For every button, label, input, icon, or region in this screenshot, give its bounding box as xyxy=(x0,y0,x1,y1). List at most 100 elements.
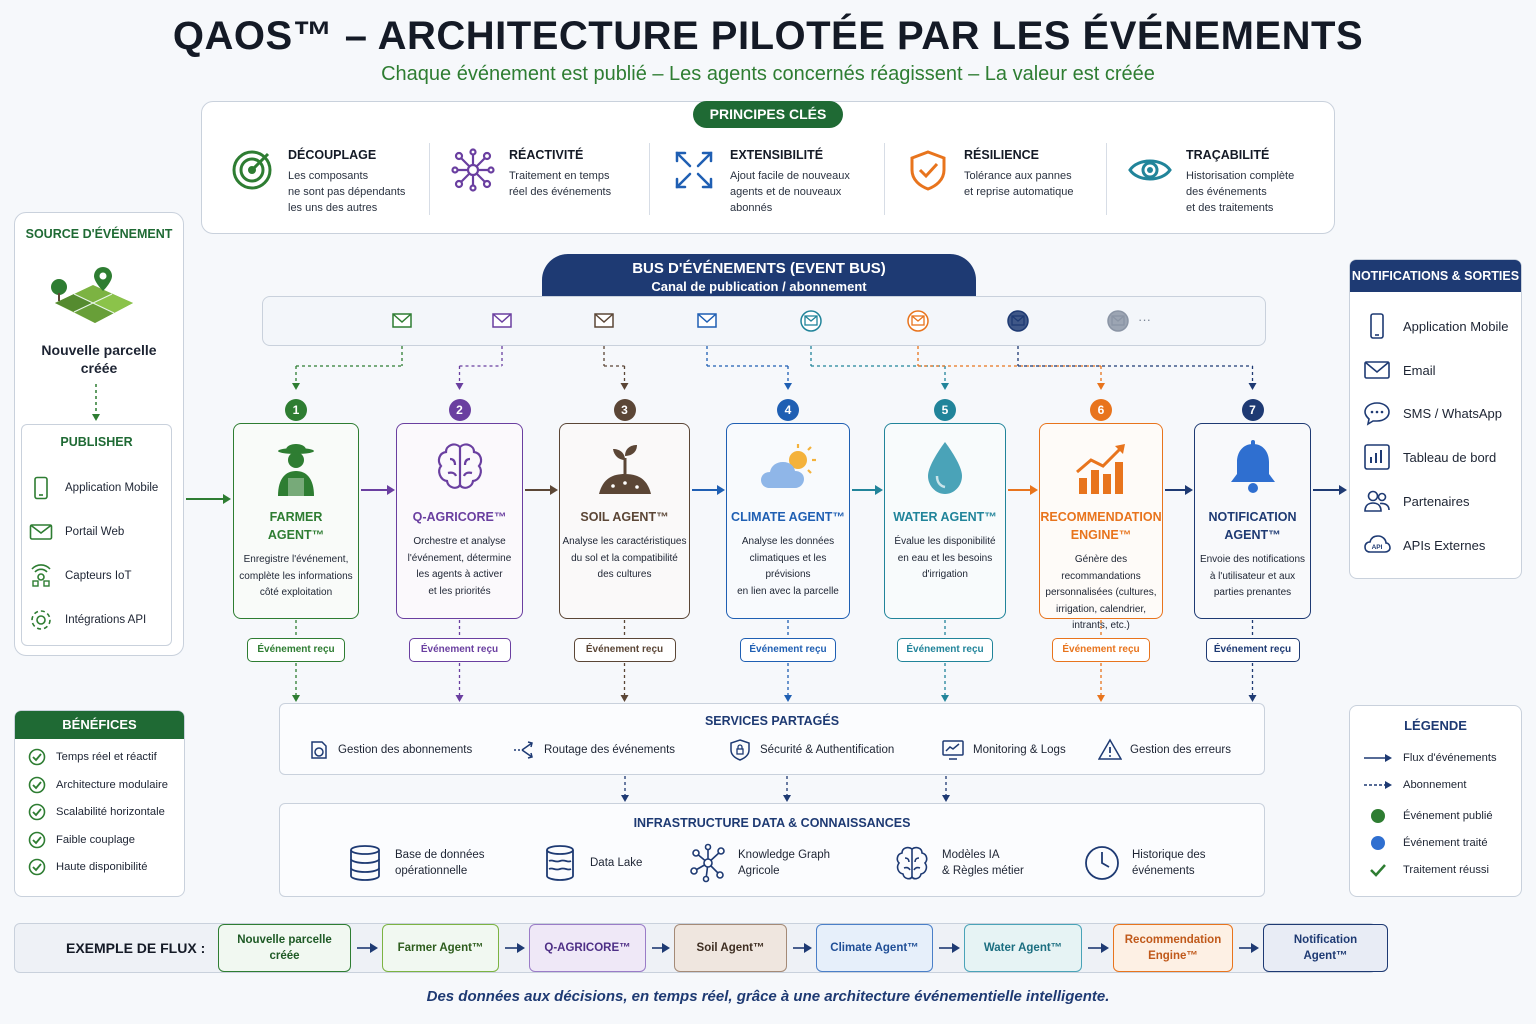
graph-icon xyxy=(690,843,725,883)
flow-step-label: Soil Agent™ xyxy=(696,942,765,954)
event-received-badge: Événement reçu xyxy=(573,638,676,662)
infra-label: opérationnelle xyxy=(395,865,468,877)
service-errors[interactable]: Gestion des erreurs xyxy=(1098,738,1231,762)
event-bus-title: BUS D'ÉVÉNEMENTS (EVENT BUS) xyxy=(632,260,886,277)
publisher-item-mobile[interactable]: Application Mobile xyxy=(29,476,158,500)
service-routing[interactable]: Routage des événements xyxy=(512,738,675,762)
agent-step-number: 6 xyxy=(1090,399,1112,421)
flow-step[interactable]: Q-AGRICORE™ xyxy=(529,924,646,972)
principle-desc: Historisation complète xyxy=(1186,170,1295,182)
flow-step[interactable]: Water Agent™ xyxy=(964,924,1082,972)
principle-decouplage: DÉCOUPLAGE Les composants ne sont pas dé… xyxy=(230,148,405,218)
agent-name: WATER AGENT™ xyxy=(893,510,997,524)
smartphone-icon xyxy=(34,476,48,500)
service-monitoring[interactable]: Monitoring & Logs xyxy=(941,738,1066,762)
infra-database[interactable]: Base de données opérationnelle xyxy=(345,843,485,883)
arrow-head xyxy=(1185,485,1193,495)
event-received-badge: Événement reçu xyxy=(247,638,345,662)
divider xyxy=(649,143,650,215)
principle-desc: abonnés xyxy=(730,202,773,214)
infra-label: & Règles métier xyxy=(942,865,1024,877)
bell-icon xyxy=(1230,440,1275,493)
benefit-label: Scalabilité horizontale xyxy=(56,806,165,818)
tagline: Des données aux décisions, en temps réel… xyxy=(426,988,1110,1005)
publisher-item-web[interactable]: Portail Web xyxy=(29,520,124,544)
eye-icon xyxy=(1128,159,1172,181)
principle-desc: Traitement en temps xyxy=(509,170,610,182)
notif-item-email[interactable]: Email xyxy=(1363,356,1436,384)
infrastructure-panel: INFRASTRUCTURE DATA & CONNAISSANCES xyxy=(279,803,1265,897)
flow-step[interactable]: Climate Agent™ xyxy=(816,924,933,972)
service-subscriptions[interactable]: Gestion des abonnements xyxy=(306,738,472,762)
event-received-badge: Événement reçu xyxy=(740,638,836,662)
agent-name: ENGINE™ xyxy=(1070,528,1132,542)
flow-step[interactable]: Soil Agent™ xyxy=(674,924,787,972)
benefit-item: Scalabilité horizontale xyxy=(28,803,165,821)
divider xyxy=(1106,143,1107,215)
infra-datalake[interactable]: Data Lake xyxy=(540,843,642,883)
notif-item-dashboard[interactable]: Tableau de bord xyxy=(1363,443,1496,471)
legend-panel: LÉGENDE xyxy=(1349,705,1522,897)
principle-desc: et des traitements xyxy=(1186,202,1274,214)
datalake-icon xyxy=(546,845,574,881)
agent-name: AGENT™ xyxy=(1224,528,1281,542)
agent-name: NOTIFICATION xyxy=(1208,510,1297,524)
principle-resilience: RÉSILIENCE Tolérance aux pannes et repri… xyxy=(906,148,1073,218)
agent-name: AGENT™ xyxy=(267,528,325,542)
notif-item-mobile[interactable]: Application Mobile xyxy=(1363,312,1509,340)
arrow-head xyxy=(784,695,792,702)
publisher-item-api[interactable]: Intégrations API xyxy=(29,608,146,632)
arrow-head xyxy=(1248,695,1257,702)
notif-item-sms[interactable]: SMS / WhatsApp xyxy=(1363,399,1502,427)
notif-item-partners[interactable]: Partenaires xyxy=(1363,487,1469,515)
arrow-head xyxy=(387,485,395,495)
infra-label: Base de données xyxy=(395,849,485,861)
principle-tracabilite: TRAÇABILITÉ Historisation complète des é… xyxy=(1128,148,1294,218)
arrow-head xyxy=(620,695,629,702)
arrow-head xyxy=(717,485,725,495)
publisher-item-label: Intégrations API xyxy=(65,614,147,626)
publisher-header: PUBLISHER xyxy=(60,435,133,449)
warning-icon xyxy=(1098,738,1122,760)
source-event-label: Nouvelle parcelle xyxy=(41,342,157,358)
infra-ai-models[interactable]: Modèles IA& Règles métier xyxy=(892,843,1024,883)
principle-desc: Tolérance aux pannes xyxy=(964,170,1072,182)
service-security[interactable]: Sécurité & Authentification xyxy=(728,738,894,762)
flow-example-label: EXEMPLE DE FLUX : xyxy=(66,940,206,956)
notif-item-apis[interactable]: API APIs Externes xyxy=(1363,531,1485,559)
shared-services-header: SERVICES PARTAGÉS xyxy=(704,714,840,728)
monitor-chart-icon xyxy=(942,740,964,760)
page-subtitle: Chaque événement est publié – Les agents… xyxy=(381,63,1155,85)
service-label: Gestion des erreurs xyxy=(1130,744,1231,756)
agent-step-number: 3 xyxy=(613,399,636,421)
agent-name: SOIL AGENT™ xyxy=(580,510,669,524)
checkmark-icon xyxy=(1370,864,1386,877)
flow-step[interactable]: Farmer Agent™ xyxy=(382,924,499,972)
divider xyxy=(884,143,885,215)
subscription-icon xyxy=(311,741,327,759)
arrow-head xyxy=(942,795,950,802)
agent-card[interactable]: NOTIFICATION AGENT™ Envoie des notificatio… xyxy=(1194,423,1311,619)
users-icon xyxy=(1364,490,1390,512)
brain-icon xyxy=(437,443,482,489)
publisher-item-iot[interactable]: Capteurs IoT xyxy=(29,564,131,588)
lock-shield-icon xyxy=(730,739,750,761)
event-bus-subtitle: Canal de publication / abonnement xyxy=(651,279,867,294)
principle-title: RÉACTIVITÉ xyxy=(509,148,584,162)
